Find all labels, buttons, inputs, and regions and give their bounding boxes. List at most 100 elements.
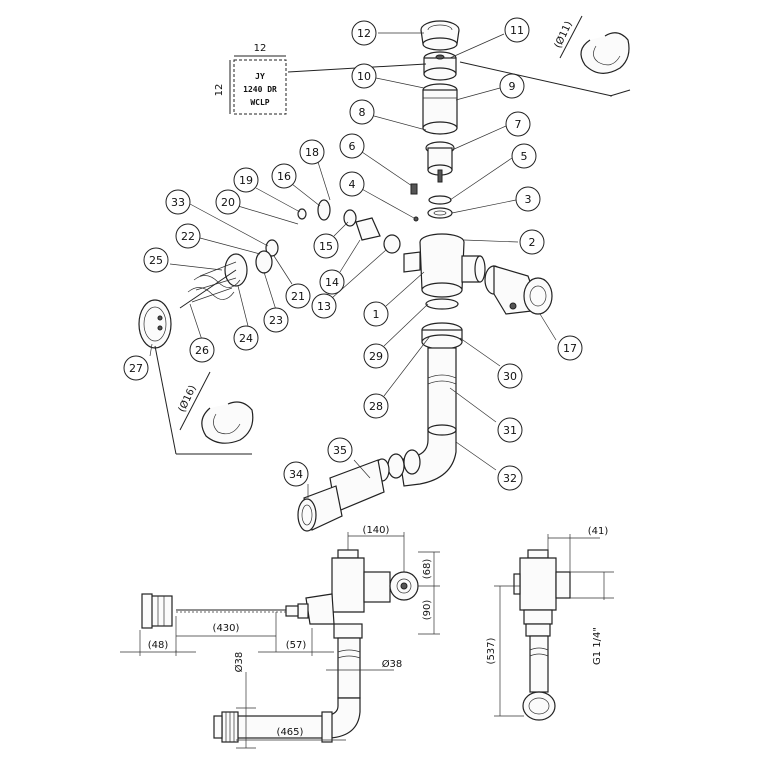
callout-17: 17 xyxy=(557,335,583,361)
detail-left-dim: (Ø16) xyxy=(176,383,199,414)
svg-text:2: 2 xyxy=(529,236,536,249)
dim-90: (90) xyxy=(422,600,433,621)
dim-68: (68) xyxy=(422,559,433,580)
svg-text:6: 6 xyxy=(349,140,356,153)
callout-28: 28 xyxy=(363,393,389,419)
part-handle-assembly xyxy=(138,199,401,349)
callout-35: 35 xyxy=(327,437,353,463)
part-ring xyxy=(425,298,459,310)
dim-465: (465) xyxy=(277,727,304,738)
svg-text:9: 9 xyxy=(509,80,516,93)
nameplate-width-dim: 12 xyxy=(254,43,267,54)
dim-38-pipe: Ø38 xyxy=(382,658,403,670)
svg-text:11: 11 xyxy=(510,24,524,37)
nameplate-height-dim: 12 xyxy=(214,84,225,97)
svg-text:18: 18 xyxy=(305,146,319,159)
svg-text:1: 1 xyxy=(373,308,380,321)
part-cap xyxy=(420,20,460,51)
part-ball xyxy=(413,216,419,222)
dim-41: (41) xyxy=(588,526,609,537)
part-valve-body xyxy=(403,233,486,298)
svg-text:25: 25 xyxy=(149,254,163,267)
callout-10: 10 xyxy=(351,63,377,89)
side-view-dimension-lines xyxy=(494,534,614,717)
part-handle-nut xyxy=(423,51,457,81)
svg-text:4: 4 xyxy=(349,178,356,191)
dim-537: (537) xyxy=(486,637,497,664)
callout-2: 2 xyxy=(519,229,545,255)
svg-text:14: 14 xyxy=(325,276,339,289)
nameplate xyxy=(229,55,427,115)
assembly-side-view xyxy=(513,549,571,721)
detail-left xyxy=(154,345,254,455)
callout-3: 3 xyxy=(515,186,541,212)
svg-text:35: 35 xyxy=(333,444,347,457)
svg-text:24: 24 xyxy=(239,332,253,345)
callout-12: 12 xyxy=(351,20,377,46)
callout-15: 15 xyxy=(313,233,339,259)
callout-8: 8 xyxy=(349,99,375,125)
svg-text:28: 28 xyxy=(369,400,383,413)
svg-text:29: 29 xyxy=(369,350,383,363)
nameplate-line-3: WCLP xyxy=(250,98,269,107)
callout-32: 32 xyxy=(497,465,523,491)
svg-text:21: 21 xyxy=(291,290,305,303)
part-coupling-nut xyxy=(421,322,463,350)
dim-430: (430) xyxy=(213,623,240,634)
callout-7: 7 xyxy=(505,111,531,137)
nameplate-line-2: 1240 DR xyxy=(243,85,277,94)
callout-19: 19 xyxy=(233,167,259,193)
callout-14: 14 xyxy=(319,269,345,295)
callout-6: 6 xyxy=(339,133,365,159)
callout-27: 27 xyxy=(123,355,149,381)
svg-text:32: 32 xyxy=(503,472,517,485)
svg-text:33: 33 xyxy=(171,196,185,209)
part-washer-3 xyxy=(427,207,453,219)
dim-thread: G1 1/4" xyxy=(592,627,603,665)
part-flush-pipe xyxy=(427,347,457,431)
callout-22: 22 xyxy=(175,223,201,249)
part-piston xyxy=(425,141,455,183)
callout-11: 11 xyxy=(504,17,530,43)
svg-text:10: 10 xyxy=(357,70,371,83)
callout-31: 31 xyxy=(497,417,523,443)
dim-48: (48) xyxy=(148,640,169,651)
svg-text:26: 26 xyxy=(195,344,209,357)
svg-text:20: 20 xyxy=(221,196,235,209)
svg-text:3: 3 xyxy=(525,193,532,206)
svg-text:8: 8 xyxy=(359,106,366,119)
callout-21: 21 xyxy=(285,283,311,309)
svg-text:23: 23 xyxy=(269,314,283,327)
callout-9: 9 xyxy=(499,73,525,99)
svg-text:12: 12 xyxy=(357,27,371,40)
detail-top-dim: (Ø11) xyxy=(552,19,575,50)
nameplate-line-1: JY xyxy=(255,72,265,81)
callout-29: 29 xyxy=(363,343,389,369)
callout-25: 25 xyxy=(143,247,169,273)
svg-text:27: 27 xyxy=(129,362,143,375)
callout-24: 24 xyxy=(233,325,259,351)
front-view-dimension-lines xyxy=(120,532,440,749)
callout-18: 18 xyxy=(299,139,325,165)
callout-13: 13 xyxy=(311,293,337,319)
part-washer-5 xyxy=(428,195,452,205)
svg-text:5: 5 xyxy=(521,150,528,163)
callout-30: 30 xyxy=(497,363,523,389)
dim-38-spud: Ø38 xyxy=(233,652,245,673)
svg-text:34: 34 xyxy=(289,468,303,481)
callout-26: 26 xyxy=(189,337,215,363)
svg-text:15: 15 xyxy=(319,240,333,253)
svg-text:30: 30 xyxy=(503,370,517,383)
callout-23: 23 xyxy=(263,307,289,333)
svg-text:31: 31 xyxy=(503,424,517,437)
part-stop-valve xyxy=(484,265,553,315)
part-screw xyxy=(410,183,418,195)
dim-57: (57) xyxy=(286,640,307,651)
callout-16: 16 xyxy=(271,163,297,189)
part-cylinder xyxy=(422,83,458,135)
svg-text:13: 13 xyxy=(317,300,331,313)
svg-text:16: 16 xyxy=(277,170,291,183)
svg-text:7: 7 xyxy=(515,118,522,131)
